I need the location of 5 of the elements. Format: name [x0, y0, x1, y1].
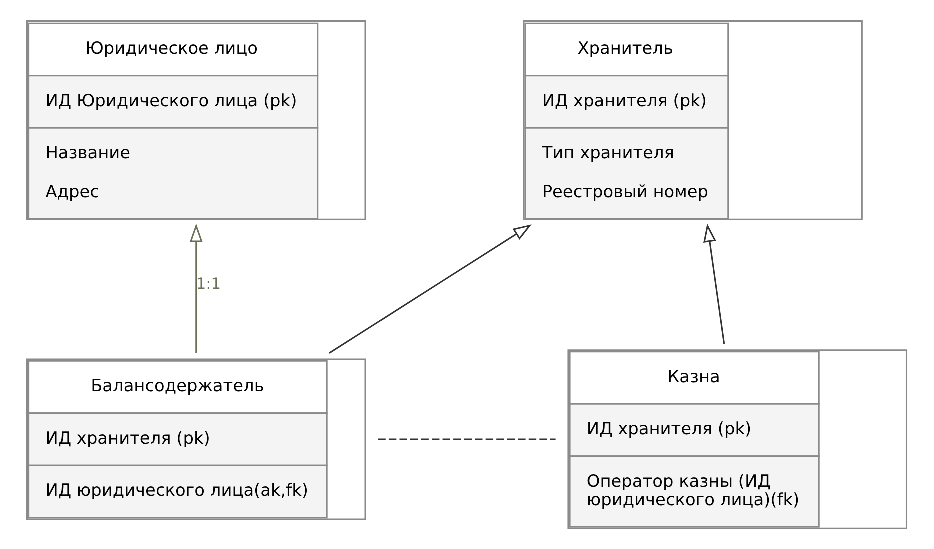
edge-label: 1:1: [196, 274, 222, 292]
arrow: [704, 223, 726, 344]
arrow: [190, 223, 203, 353]
connector: [378, 438, 556, 440]
arrow: [329, 224, 532, 354]
